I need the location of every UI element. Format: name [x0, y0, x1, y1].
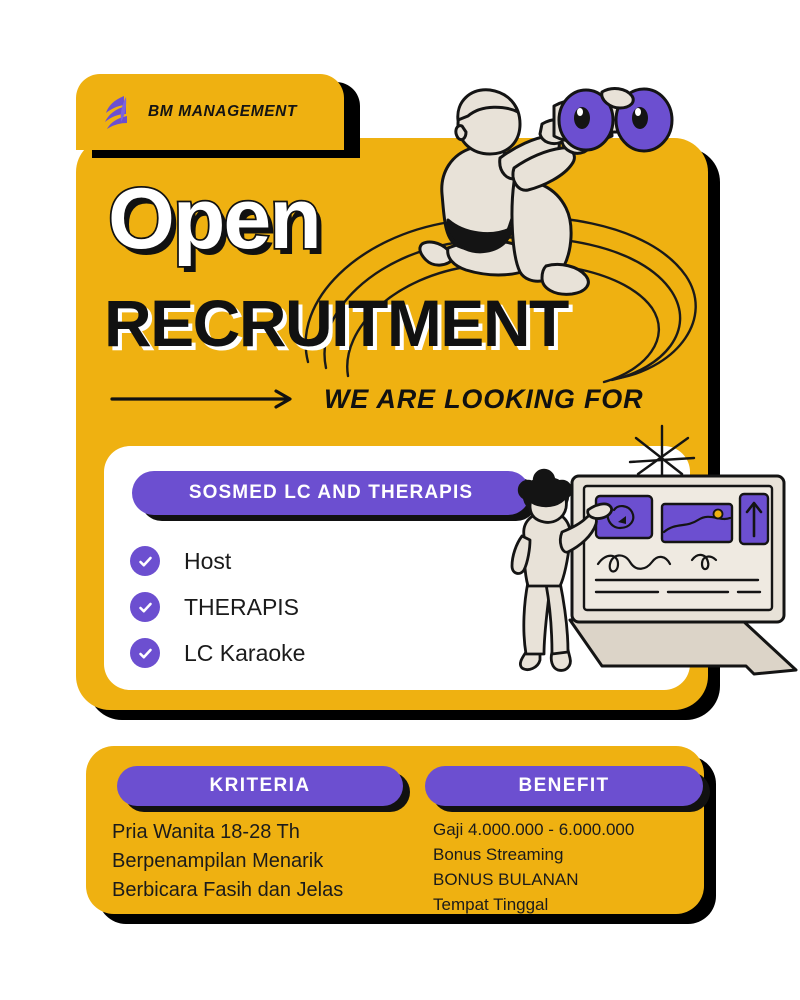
check-circle-icon: [130, 638, 160, 668]
brand-header-tab: BM MANAGEMENT: [76, 74, 344, 150]
benefit-list: Gaji 4.000.000 - 6.000.000 Bonus Streami…: [433, 817, 703, 918]
benefit-pill-label: BENEFIT: [518, 775, 610, 796]
benefit-pill: BENEFIT: [425, 766, 703, 806]
list-item: BONUS BULANAN: [433, 870, 579, 890]
sosmed-pill: SOSMED LC AND THERAPIS: [132, 471, 530, 515]
position-label: LC Karaoke: [184, 639, 306, 666]
list-item: Gaji 4.000.000 - 6.000.000: [433, 820, 635, 839]
kriteria-pill-label: KRITERIA: [209, 775, 311, 796]
list-item: Tempat Tinggal: [433, 895, 549, 915]
list-item: LC Karaoke: [130, 630, 460, 676]
sosmed-pill-label: SOSMED LC AND THERAPIS: [188, 482, 474, 503]
brand-name: BM MANAGEMENT: [148, 103, 298, 120]
list-item: Bonus Streaming: [433, 845, 564, 865]
long-right-arrow-icon: [110, 389, 292, 409]
headline-open: Open: [106, 171, 323, 267]
person-with-binoculars-illustration: [418, 87, 674, 296]
list-item: Host: [130, 538, 460, 584]
kriteria-list: Pria Wanita 18-28 Th Berpenampilan Menar…: [112, 818, 412, 904]
list-item: Pria Wanita 18-28 Th: [112, 821, 300, 843]
position-label: Host: [184, 547, 232, 574]
landscape-with-sun-icon: [660, 502, 734, 544]
list-item: Berpenampilan Menarik: [112, 849, 324, 872]
swirl-glyph-icon: [606, 505, 635, 530]
headline-recruitment: RECRUITMENT: [104, 286, 569, 360]
check-circle-icon: [130, 592, 160, 622]
position-label: THERAPIS: [184, 593, 300, 620]
list-item: Berbicara Fasih dan Jelas: [112, 878, 344, 901]
person-pointing-at-laptop-illustration: [510, 424, 798, 676]
list-item: THERAPIS: [130, 584, 460, 630]
kriteria-pill: KRITERIA: [117, 766, 403, 806]
check-circle-icon: [130, 546, 160, 576]
tagline-text: WE ARE LOOKING FOR: [324, 383, 644, 414]
starburst-sparkle-icon: [628, 424, 696, 480]
bm-flame-logo-icon: [105, 96, 127, 129]
positions-list: Host THERAPIS LC Karaoke: [130, 538, 460, 676]
tagline-row: WE ARE LOOKING FOR: [110, 380, 690, 418]
